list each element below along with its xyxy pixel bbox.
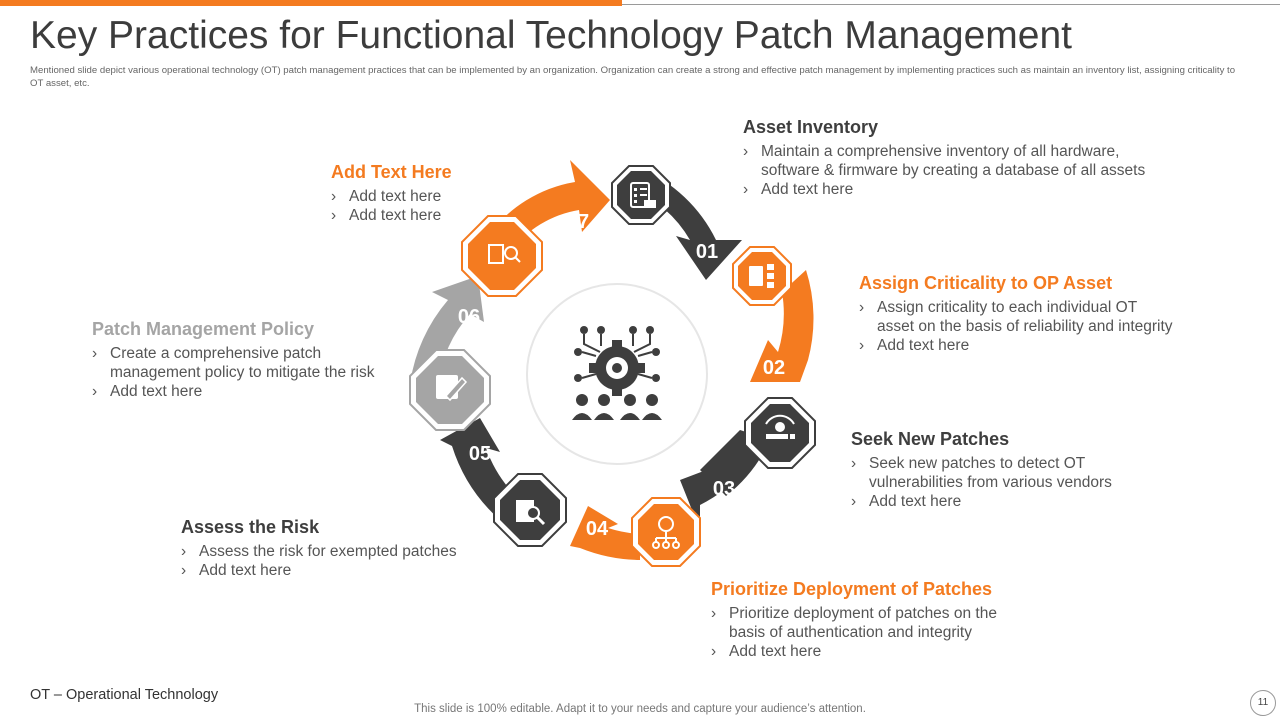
step-01-bullet-2: ›Add text here — [743, 181, 854, 198]
step-number-04: 04 — [586, 518, 609, 540]
top-rule — [622, 4, 1280, 5]
step-02-bullet-2: ›Add text here — [859, 337, 970, 354]
step-number-01: 01 — [696, 241, 718, 263]
step-04-heading: Prioritize Deployment of Patches — [711, 579, 993, 599]
node-04 — [631, 497, 701, 567]
step-number-07: 07 — [567, 211, 589, 233]
abbreviation-footnote: OT – Operational Technology — [30, 687, 219, 703]
step-05-heading: Assess the Risk — [181, 517, 320, 537]
step-05-bullet-1: ›Assess the risk for exempted patches — [181, 543, 457, 560]
step-06-heading: Patch Management Policy — [92, 319, 315, 339]
step-number-05: 05 — [469, 443, 491, 465]
editable-footer-note: This slide is 100% editable. Adapt it to… — [414, 703, 866, 715]
step-05-text: Assess the Risk ›Assess the risk for exe… — [181, 517, 457, 580]
step-number-02: 02 — [763, 357, 785, 379]
page-subtitle: Mentioned slide depict various operation… — [30, 65, 1236, 89]
document-search-icon — [488, 244, 521, 264]
risk-assessment-icon — [516, 500, 546, 526]
node-06 — [409, 349, 491, 431]
arrow-segment-02 — [750, 270, 814, 382]
step-02-text: Assign Criticality to OP Asset ›Assign c… — [859, 273, 1173, 355]
step-02-heading: Assign Criticality to OP Asset — [859, 273, 1113, 293]
step-02-bullet-1: ›Assign criticality to each individual O… — [859, 299, 1173, 335]
arrow-segment-04 — [570, 506, 640, 560]
step-03-bullet-2: ›Add text here — [851, 493, 962, 510]
step-01-text: Asset Inventory ›Maintain a comprehensiv… — [743, 117, 1145, 199]
step-04-text: Prioritize Deployment of Patches ›Priori… — [711, 579, 997, 661]
node-07 — [461, 215, 543, 297]
step-06-text: Patch Management Policy ›Create a compre… — [92, 319, 374, 401]
technology-team-gear-icon — [572, 326, 662, 420]
policy-document-icon — [436, 375, 468, 402]
step-03-heading: Seek New Patches — [851, 429, 1010, 449]
step-number-06: 06 — [458, 306, 480, 328]
node-03 — [744, 397, 816, 469]
step-04-bullet-2: ›Add text here — [711, 643, 822, 660]
patch-update-icon — [765, 414, 795, 439]
page-number: 11 — [1250, 690, 1276, 716]
step-number-03: 03 — [713, 478, 735, 500]
step-03-text: Seek New Patches ›Seek new patches to de… — [851, 429, 1112, 511]
step-05-bullet-2: ›Add text here — [181, 562, 292, 579]
page-title: Key Practices for Functional Technology … — [30, 14, 1073, 57]
priority-network-icon — [652, 516, 680, 549]
step-07-bullet-2: ›Add text here — [331, 207, 442, 224]
step-01-bullet-1: ›Maintain a comprehensive inventory of a… — [743, 143, 1146, 179]
step-01-heading: Asset Inventory — [743, 117, 879, 137]
checklist-icon — [630, 182, 656, 208]
step-04-bullet-1: ›Prioritize deployment of patches on the… — [711, 605, 997, 641]
node-02 — [732, 246, 792, 306]
step-07-text: Add Text Here ›Add text here ›Add text h… — [331, 162, 452, 225]
step-07-heading: Add Text Here — [331, 162, 452, 182]
step-07-bullet-1: ›Add text here — [331, 188, 442, 205]
step-06-bullet-2: ›Add text here — [92, 383, 203, 400]
ranked-list-icon — [749, 264, 774, 288]
node-01 — [611, 165, 671, 225]
node-05 — [493, 473, 567, 547]
top-accent-bar — [0, 0, 622, 6]
